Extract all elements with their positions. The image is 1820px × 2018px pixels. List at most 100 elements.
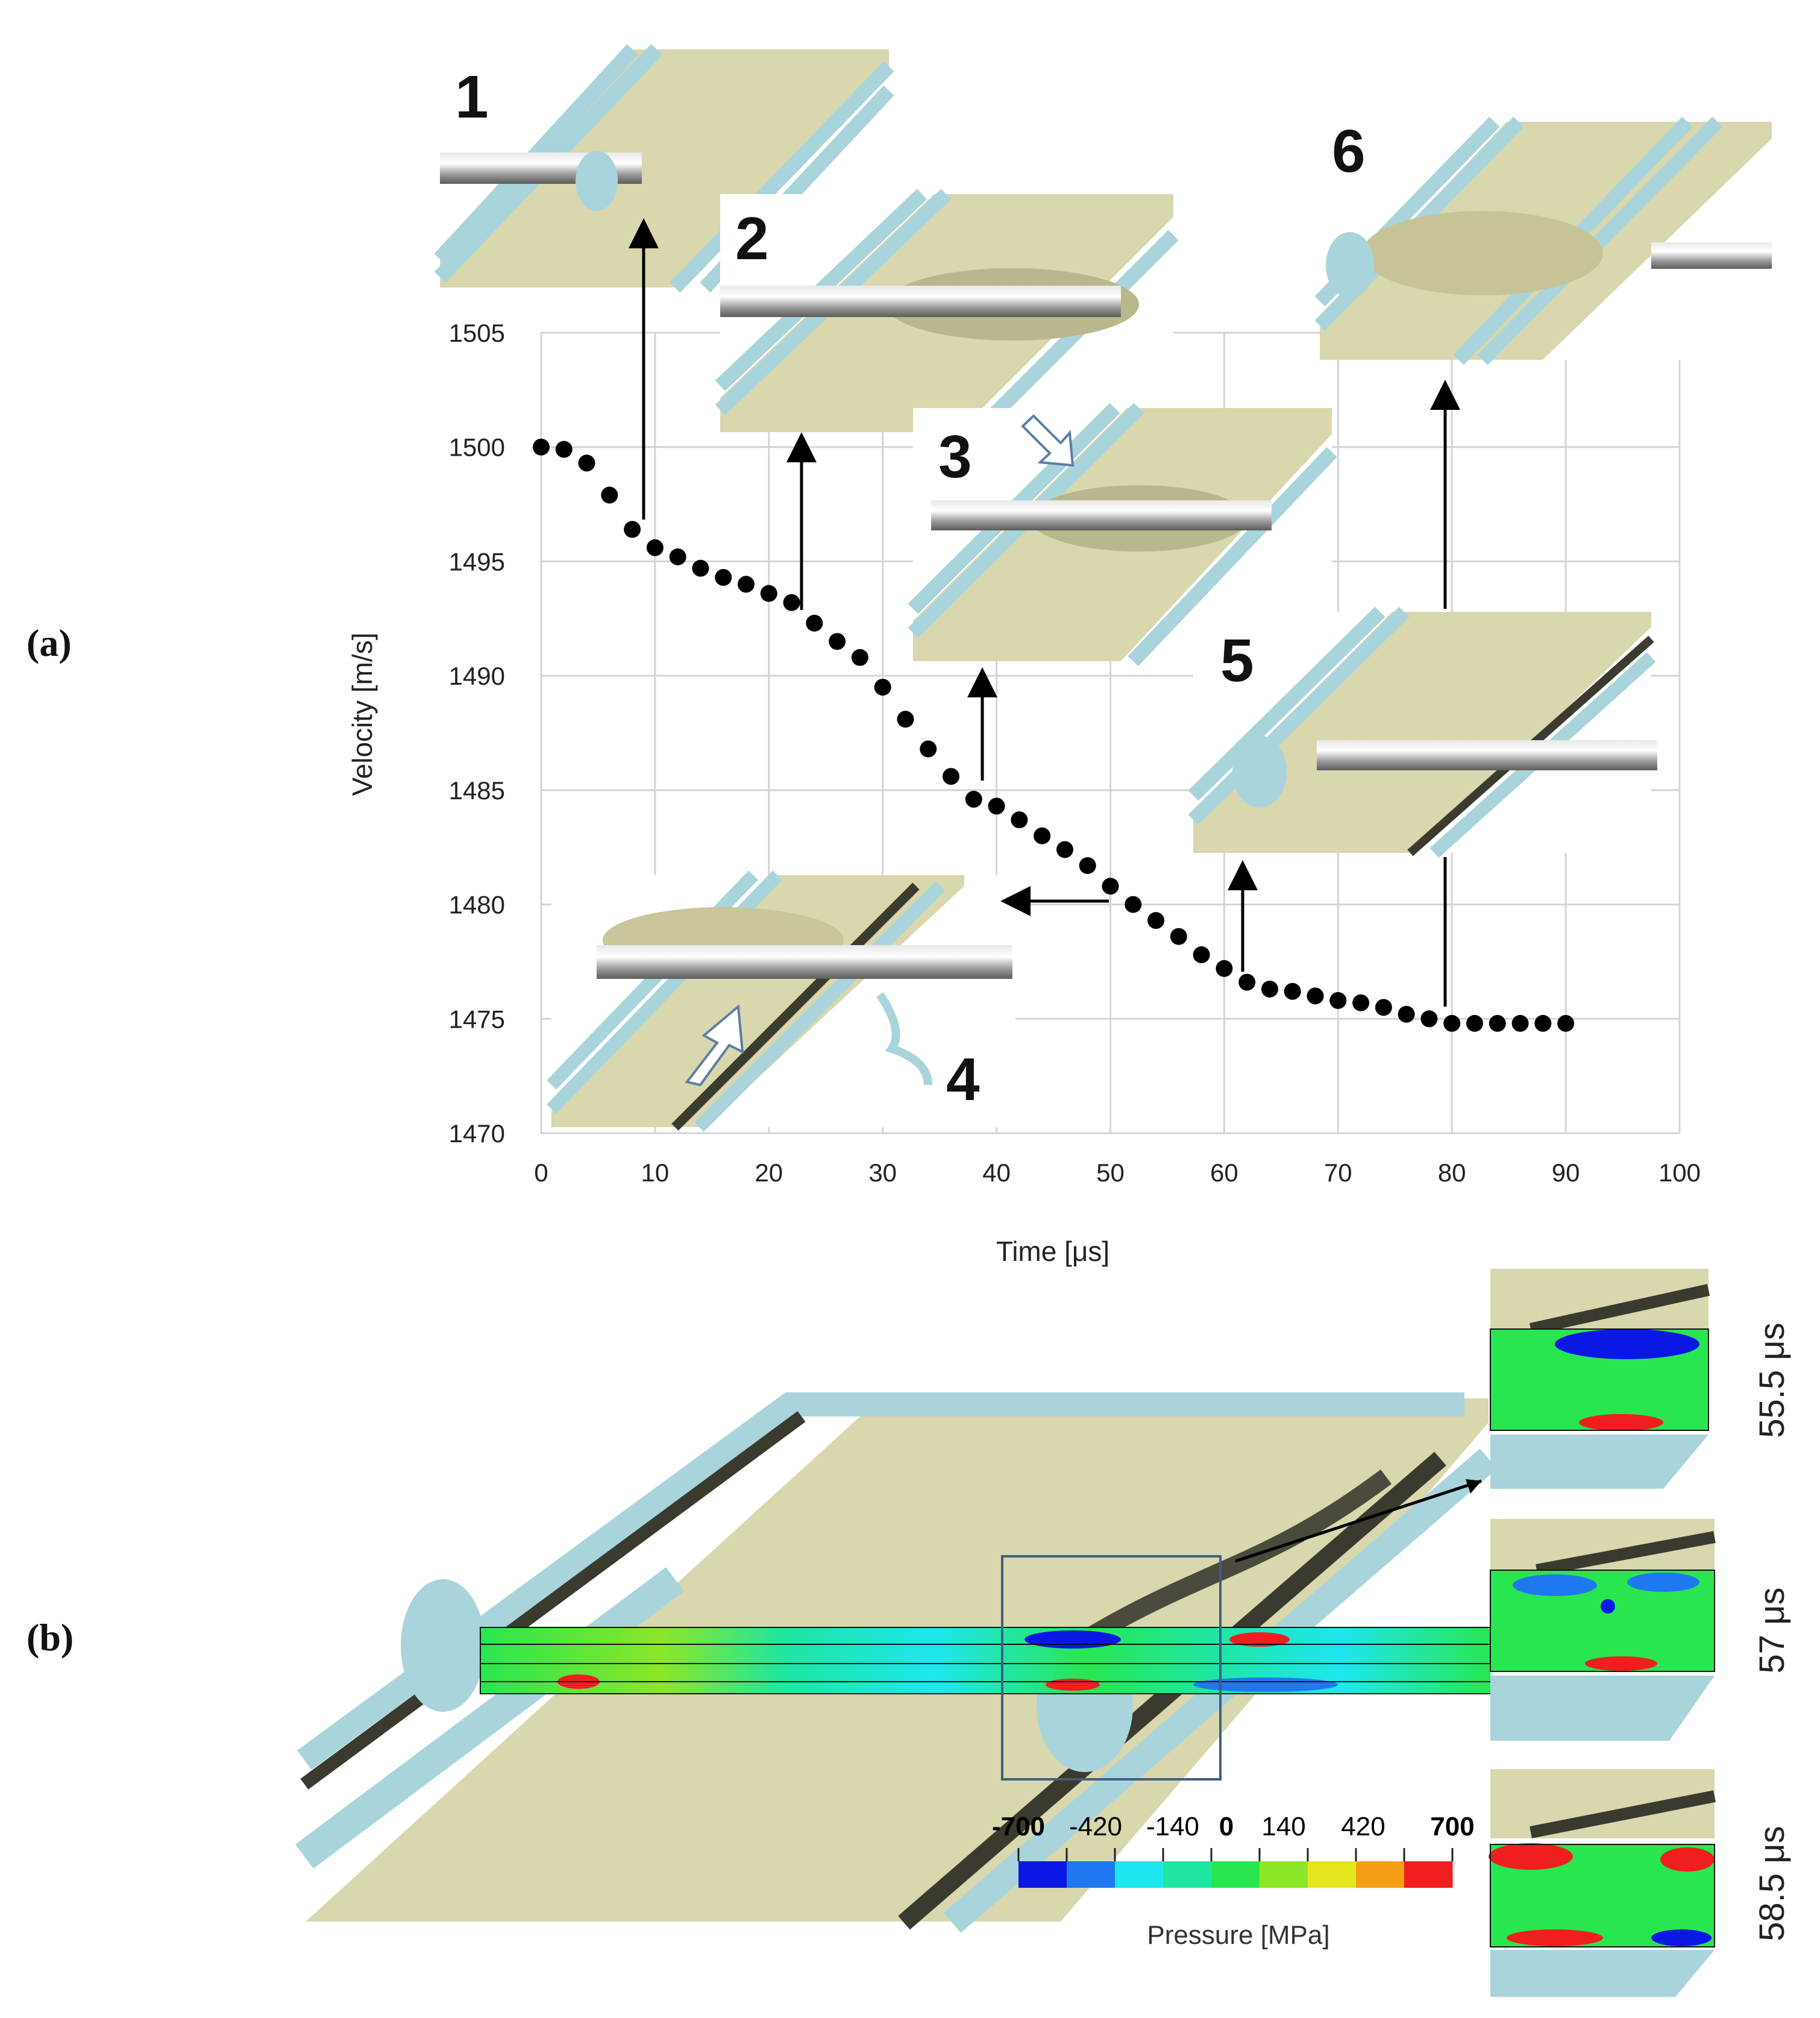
data-point — [601, 486, 618, 504]
x-tick-label: 70 — [1324, 1158, 1352, 1187]
data-point — [1375, 999, 1392, 1016]
colorbar-segment — [1308, 1861, 1357, 1888]
data-point — [1102, 878, 1119, 895]
data-point — [1147, 912, 1165, 929]
data-point — [578, 454, 595, 472]
snapshot-inset-4 — [547, 870, 1015, 1132]
data-point — [1329, 992, 1347, 1009]
snapshot-number-3: 3 — [938, 423, 972, 491]
data-point — [760, 585, 777, 602]
data-point — [943, 768, 960, 785]
data-point — [715, 568, 732, 586]
y-tick-label: 1480 — [449, 891, 505, 919]
data-point — [669, 548, 686, 565]
colorbar-tick-140: 140 — [1261, 1812, 1305, 1841]
x-tick-label: 60 — [1210, 1158, 1238, 1187]
data-point — [897, 711, 914, 728]
data-point — [1193, 946, 1210, 964]
data-point — [1079, 857, 1096, 875]
x-tick-label: 10 — [641, 1158, 670, 1187]
colorbar-tick-neg420: -420 — [1069, 1812, 1122, 1841]
zoom-pointer-arrow — [1235, 1479, 1482, 1563]
snapshot-inset-6 — [1314, 116, 1772, 365]
data-point — [1125, 896, 1142, 913]
y-tick-label: 1495 — [449, 547, 505, 576]
snapshot-number-1: 1 — [455, 63, 489, 131]
snapshot-number-6: 6 — [1332, 118, 1366, 185]
data-point — [1534, 1014, 1552, 1032]
snapshot-inset-1 — [434, 44, 894, 293]
data-point — [646, 539, 664, 556]
data-points — [533, 438, 1575, 1032]
data-point — [1557, 1014, 1575, 1032]
x-axis-label: Time [μs] — [996, 1236, 1109, 1267]
data-point — [920, 740, 937, 758]
data-point — [1420, 1010, 1438, 1028]
data-point — [1307, 987, 1324, 1005]
x-tick-label: 0 — [534, 1158, 548, 1187]
data-point — [1284, 982, 1301, 1000]
data-point — [1216, 960, 1233, 977]
data-point — [624, 521, 641, 538]
data-point — [988, 797, 1005, 815]
colorbar-segment — [1018, 1861, 1067, 1888]
colorbar-title: Pressure [MPa] — [1147, 1920, 1329, 1950]
data-point — [1056, 841, 1073, 858]
colorbar-tick-neg140: -140 — [1146, 1812, 1199, 1841]
colorbar-segment — [1115, 1861, 1164, 1888]
panel-a-label: (a) — [27, 621, 72, 664]
data-point — [783, 594, 800, 611]
data-point — [1466, 1014, 1483, 1032]
y-axis-label: Velocity [m/s] — [347, 633, 378, 796]
colorbar-segment — [1260, 1861, 1308, 1888]
pointer-arrows — [629, 218, 1460, 1007]
y-tick-label: 1490 — [449, 662, 505, 690]
data-point — [1011, 811, 1028, 829]
data-point — [806, 614, 823, 632]
y-tick-label: 1475 — [449, 1005, 505, 1033]
y-tick-label: 1485 — [449, 776, 505, 805]
colorbar-segment — [1067, 1861, 1116, 1888]
colorbar-segment — [1356, 1861, 1405, 1888]
data-point — [1238, 973, 1256, 991]
y-tick-label: 1505 — [449, 319, 505, 347]
data-point — [738, 576, 755, 593]
snapshot-number-4: 4 — [946, 1046, 980, 1113]
data-point — [965, 791, 982, 808]
x-tick-label: 40 — [982, 1158, 1011, 1187]
projectile-pressure-field — [480, 1627, 1493, 1694]
data-point — [1443, 1014, 1461, 1032]
zoom-panel-55-5us — [1490, 1269, 1710, 1489]
data-point — [1170, 928, 1187, 945]
x-tick-label: 80 — [1438, 1158, 1466, 1187]
snapshot-number-2: 2 — [735, 205, 769, 272]
time-label-55-5us: 55.5 μs — [1753, 1322, 1792, 1438]
colorbar-tick-420: 420 — [1341, 1812, 1385, 1841]
data-point — [851, 649, 868, 666]
x-tick-label: 90 — [1552, 1158, 1580, 1187]
y-tick-label: 1470 — [449, 1119, 505, 1148]
colorbar-tick-0: 0 — [1219, 1812, 1234, 1841]
data-point — [829, 633, 846, 650]
snapshot-number-5: 5 — [1220, 627, 1254, 694]
colorbar-segment — [1211, 1861, 1260, 1888]
snapshot-inset-5 — [1188, 606, 1657, 858]
data-point — [692, 559, 709, 577]
data-point — [1261, 980, 1278, 998]
snapshot-inset-2 — [715, 189, 1179, 438]
x-tick-label: 100 — [1658, 1158, 1701, 1187]
colorbar-segment — [1404, 1861, 1453, 1888]
data-point — [555, 441, 573, 458]
time-label-57us: 57 μs — [1753, 1587, 1792, 1673]
zoom-panel-58-5us — [1489, 1769, 1716, 1997]
time-label-58-5us: 58.5 μs — [1753, 1826, 1792, 1941]
data-point — [533, 438, 550, 456]
x-tick-label: 50 — [1096, 1158, 1125, 1187]
colorbar-segment — [1163, 1861, 1212, 1888]
x-tick-label: 30 — [868, 1158, 897, 1187]
colorbar-tick-700: 700 — [1430, 1812, 1474, 1841]
zoom-panel-57us — [1490, 1519, 1716, 1741]
